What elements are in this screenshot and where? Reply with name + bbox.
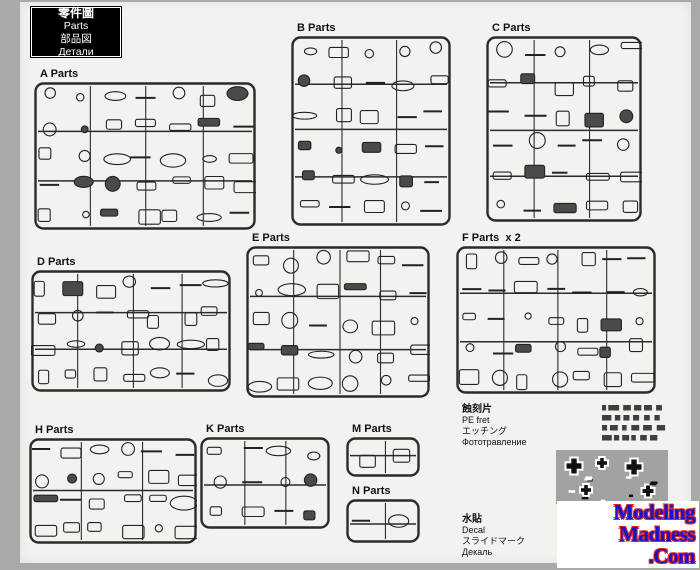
sprue-h-drawing xyxy=(29,438,197,544)
decal-sheet-image xyxy=(556,450,668,504)
pe-line-russian: Фототравление xyxy=(462,437,527,447)
header-line-russian: Детали xyxy=(58,45,94,58)
modelingmadness-watermark: Modeling Madness .Com xyxy=(557,501,699,568)
panel-m-label: M Parts xyxy=(352,423,392,435)
panel-h: H Parts xyxy=(29,424,197,544)
panel-a-label: A Parts xyxy=(40,68,79,80)
panel-d: D Parts xyxy=(31,256,231,392)
sprue-n-drawing xyxy=(346,499,420,543)
panel-b: B Parts xyxy=(291,22,451,226)
header-line-chinese: 零件圖 xyxy=(57,5,94,20)
sprue-d-drawing xyxy=(31,270,231,392)
panel-d-label: D Parts xyxy=(37,256,76,268)
parts-header-box: 零件圖 Parts 部品図 Детали xyxy=(30,6,122,58)
header-line-japanese: 部品図 xyxy=(60,32,92,45)
panel-a: A Parts xyxy=(34,68,256,230)
pe-fret-image xyxy=(602,405,666,441)
sprue-f-drawing xyxy=(456,246,656,394)
pe-line-chinese: 蝕刻片 xyxy=(462,404,492,415)
pe-line-japanese: エッチング xyxy=(462,426,508,436)
watermark-line-1: Modeling xyxy=(613,500,696,524)
sprue-m-drawing xyxy=(346,437,420,477)
sprue-a-drawing xyxy=(34,82,256,230)
watermark-line-2: Madness xyxy=(619,522,695,546)
panel-e-label: E Parts xyxy=(252,232,290,244)
sprue-e-drawing xyxy=(246,246,430,398)
pe-line-english: PE fret xyxy=(462,415,490,425)
sprue-c-drawing xyxy=(486,36,642,222)
decal-text: 水貼 Decal スライドマーク Декаль xyxy=(462,514,525,558)
pe-fret-text: 蝕刻片 PE fret エッチング Фототравление xyxy=(462,404,526,448)
decal-line-english: Decal xyxy=(462,525,486,535)
sprue-b-drawing xyxy=(291,36,451,226)
watermark-line-3: .Com xyxy=(648,544,696,568)
panel-b-label: B Parts xyxy=(297,22,336,34)
panel-c: C Parts xyxy=(486,22,642,222)
panel-n: N Parts xyxy=(346,485,420,543)
panel-f-label: F Parts x 2 xyxy=(462,232,521,244)
decal-line-chinese: 水貼 xyxy=(462,514,482,525)
decal-line-russian: Декаль xyxy=(462,547,493,557)
panel-k: K Parts xyxy=(200,423,330,529)
panel-e: E Parts xyxy=(246,232,430,398)
panel-m: M Parts xyxy=(346,423,420,477)
header-line-english: Parts xyxy=(63,19,89,32)
panel-n-label: N Parts xyxy=(352,485,391,497)
panel-k-label: K Parts xyxy=(206,423,245,435)
panel-h-label: H Parts xyxy=(35,424,74,436)
sprue-k-drawing xyxy=(200,437,330,529)
decal-line-japanese: スライドマーク xyxy=(462,536,526,546)
panel-f: F Parts x 2 xyxy=(456,232,656,394)
panel-c-label: C Parts xyxy=(492,22,531,34)
